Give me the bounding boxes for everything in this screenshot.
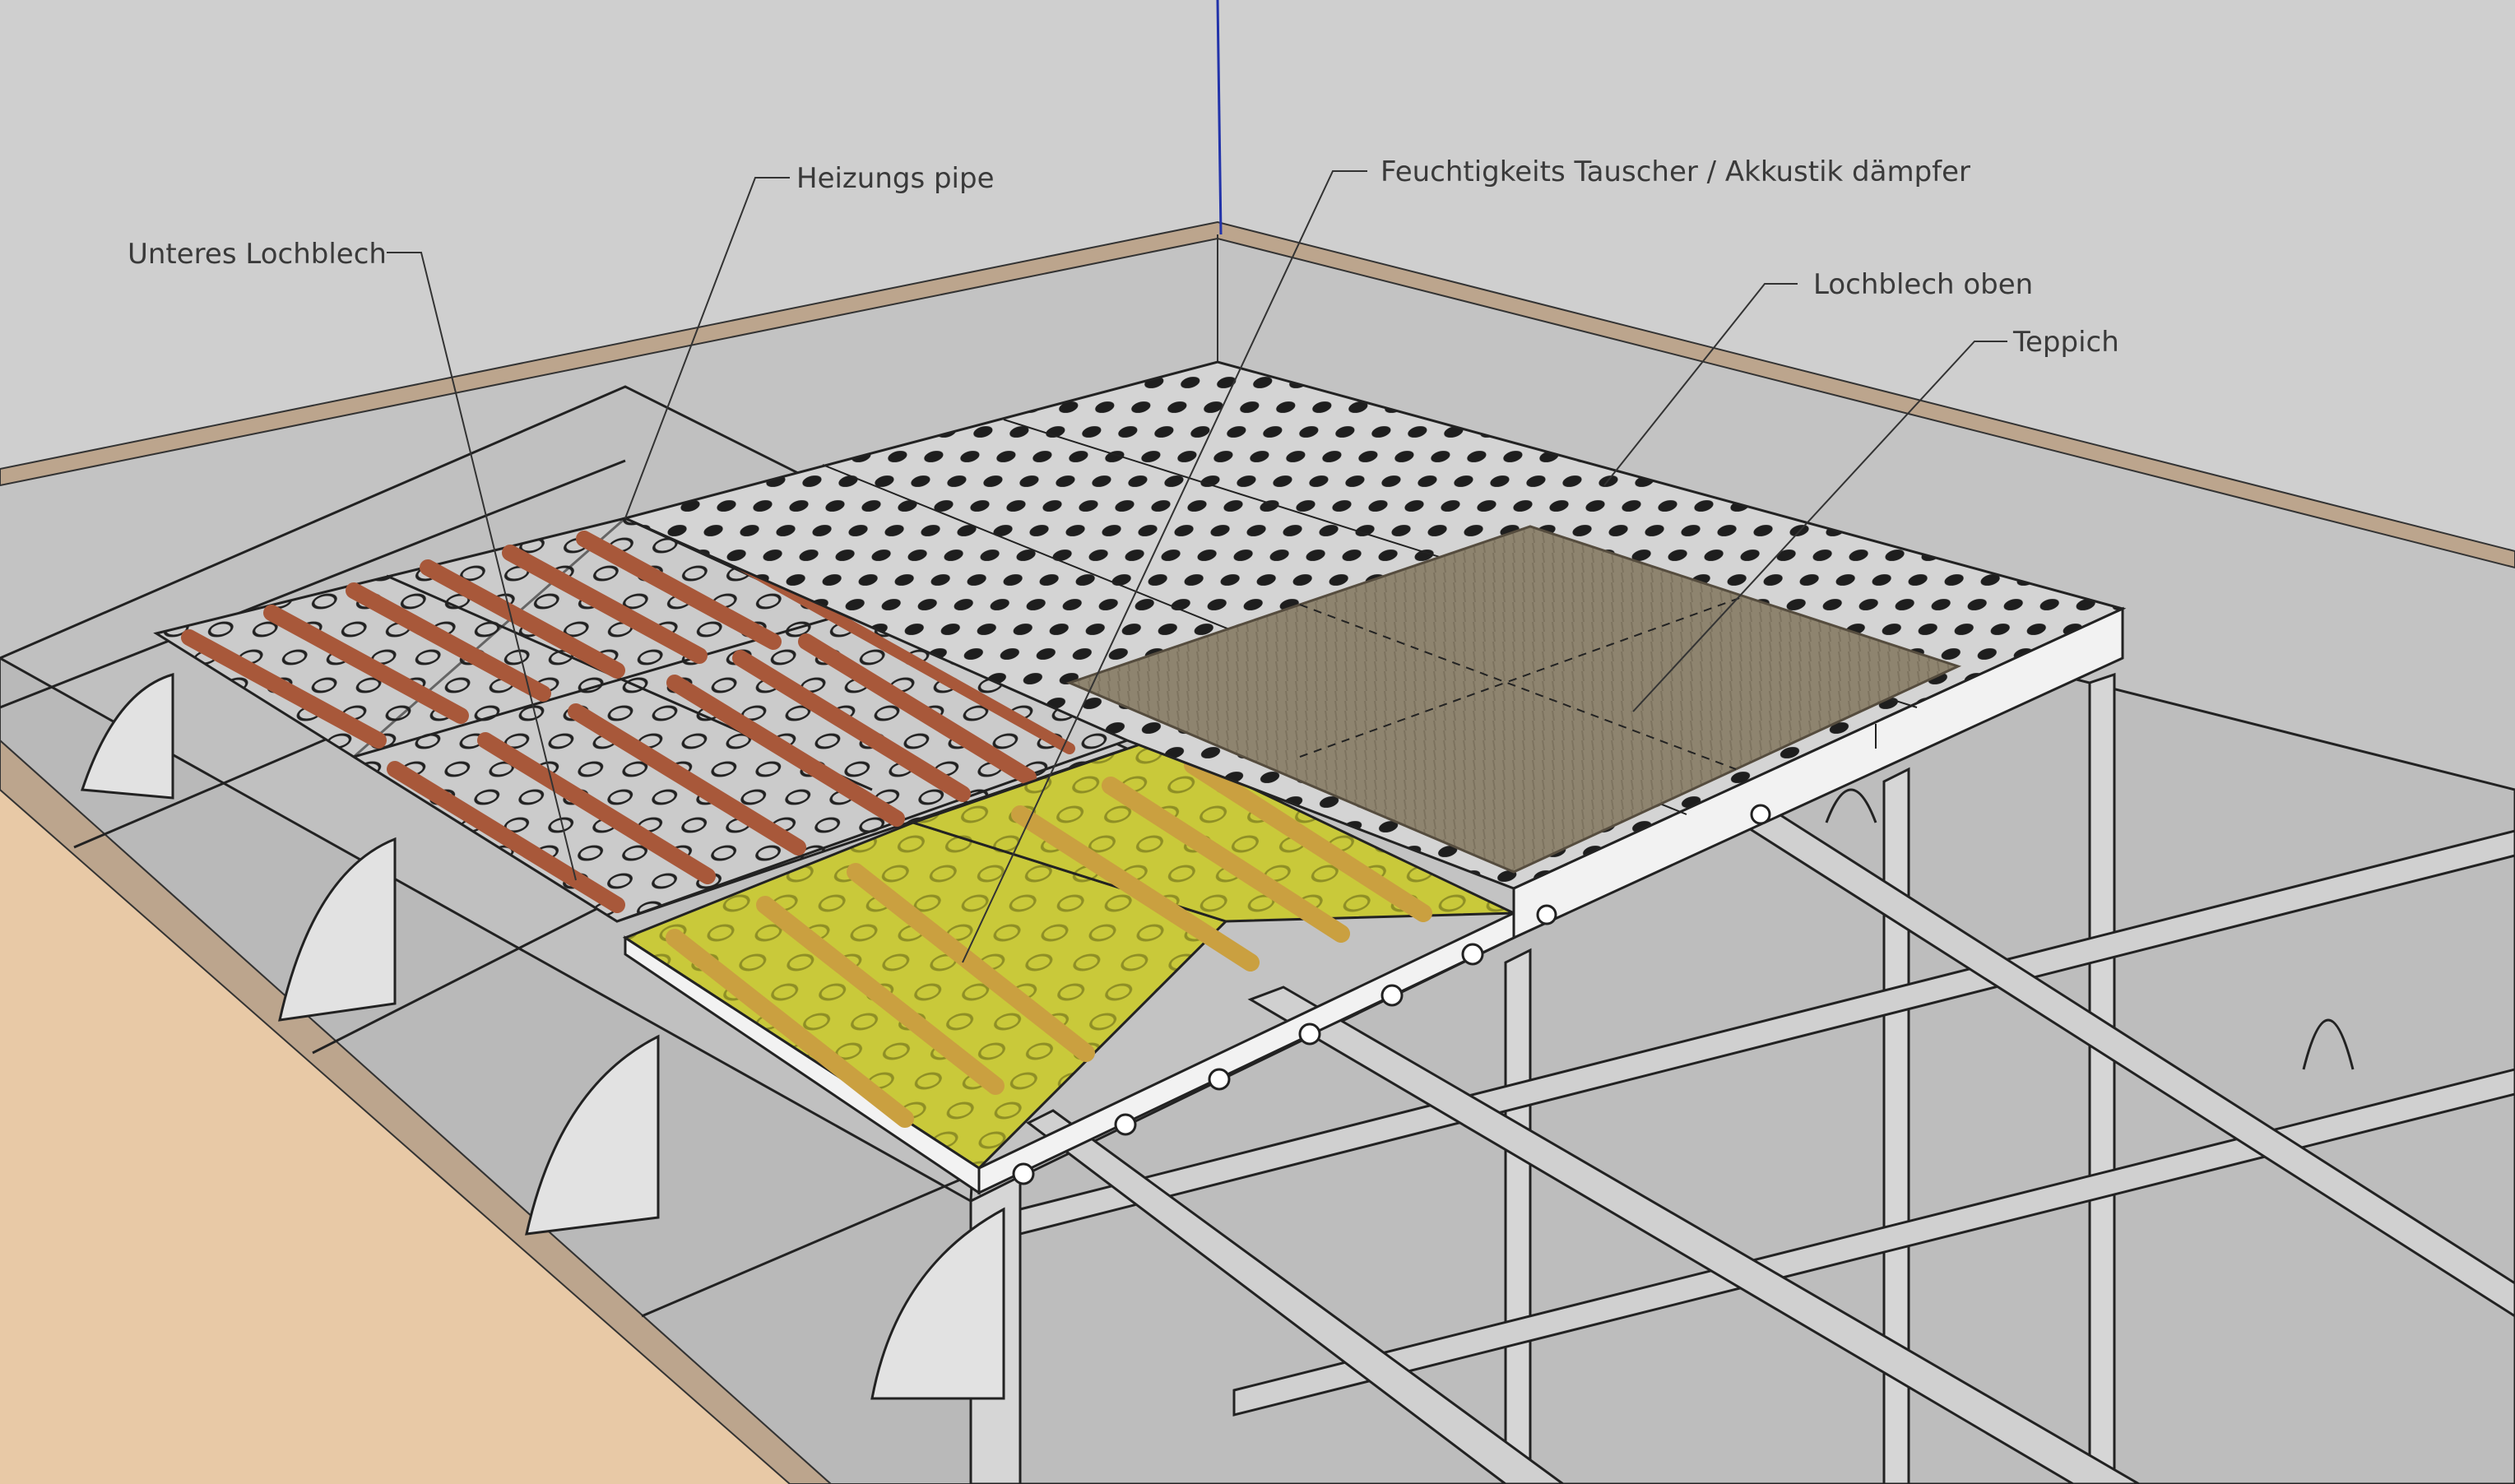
heating-pipes xyxy=(181,512,1075,913)
label-unteres-lochblech: Unteres Lochblech xyxy=(128,238,387,271)
label-feuchtigkeits-tauscher: Feuchtigkeits Tauscher / Akkustik dämpfe… xyxy=(1380,155,1970,188)
carpet xyxy=(1065,525,1962,874)
front-side-wall xyxy=(0,656,972,1484)
humidity-exchanger-mat xyxy=(622,739,1515,1195)
callout-labels: Unteres Lochblech Heizungs pipe Feuchtig… xyxy=(128,155,2119,359)
callout-leaders xyxy=(387,170,2007,963)
label-teppich: Teppich xyxy=(2012,326,2119,359)
label-heizungs-pipe: Heizungs pipe xyxy=(796,162,995,195)
label-lochblech-oben: Lochblech oben xyxy=(1813,268,2033,301)
